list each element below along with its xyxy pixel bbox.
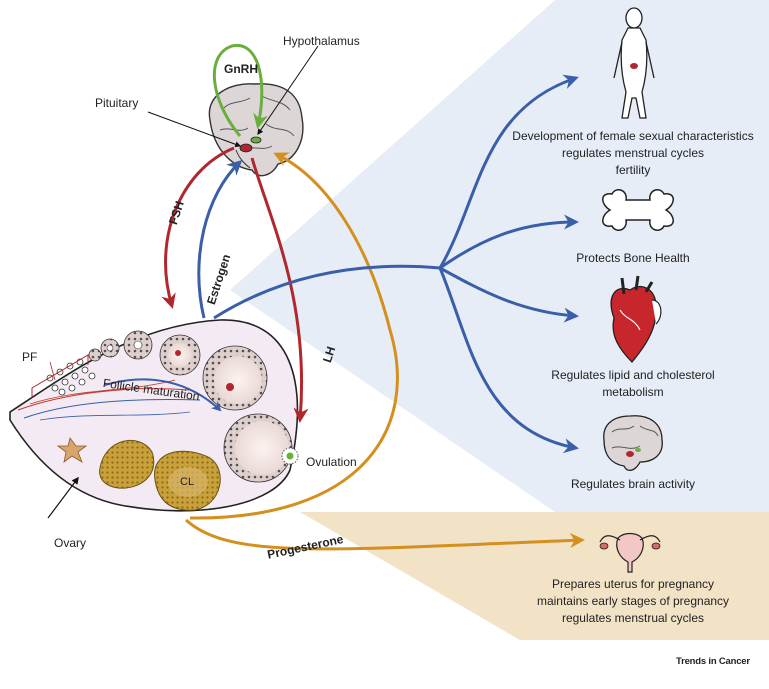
effect-line: Regulates lipid and cholesterol: [551, 368, 715, 382]
uterus-icon: [599, 532, 661, 573]
ovary-label: Ovary: [54, 536, 87, 550]
progesterone-feedback-arrow: [189, 152, 399, 520]
pf-leader: [49, 361, 56, 381]
ovulation-label: Ovulation: [306, 455, 357, 469]
bone-icon: [602, 189, 674, 231]
gnrh-arrow: [212, 43, 268, 137]
pituitary-label: Pituitary: [95, 96, 139, 110]
pf-bracket: [31, 354, 89, 398]
brain-icon: [603, 415, 663, 472]
effect-line: Development of female sexual characteris…: [512, 129, 754, 143]
progesterone-effects-arrow: [184, 518, 585, 551]
estrogen-feedback-arrow: [197, 159, 243, 319]
estrogen-effects-panel: [230, 0, 769, 512]
effect-line: Prepares uterus for pregnancy: [551, 577, 715, 591]
ovary: [9, 319, 299, 512]
effect-bone-health: Protects Bone Health: [576, 250, 689, 267]
estrogen-branch-sexual: [438, 74, 579, 269]
gnrh-label: GnRH: [224, 62, 258, 76]
effect-lipid-metabolism: Regulates lipid and cholesterol metaboli…: [551, 367, 714, 401]
ovary-pointer: [47, 476, 79, 519]
effect-line: regulates menstrual cycles: [561, 146, 705, 160]
fsh-arrow: [161, 146, 235, 309]
effect-brain-activity: Regulates brain activity: [571, 476, 695, 493]
hypothalamus-pointer: [257, 45, 319, 135]
effect-line: fertility: [615, 163, 651, 177]
effect-line: regulates menstrual cycles: [561, 611, 705, 625]
pf-label: PF: [22, 350, 38, 364]
heart-icon: [610, 275, 662, 363]
progesterone-effects-panel: [300, 512, 769, 640]
effect-uterus-pregnancy: Prepares uterus for pregnancy maintains …: [537, 576, 729, 627]
follicle-maturation-arrow: [104, 378, 222, 412]
female-body-icon: [613, 7, 655, 119]
pituitary-pointer: [147, 111, 242, 148]
estrogen-branch-bone: [439, 214, 579, 270]
effect-line: Protects Bone Health: [576, 251, 690, 265]
cl-label: CL: [180, 476, 195, 488]
effect-sexual-characteristics: Development of female sexual characteris…: [512, 128, 753, 179]
effect-line: Regulates brain activity: [570, 477, 696, 491]
hypothalamus-label: Hypothalamus: [283, 34, 360, 48]
journal-credit: Trends in Cancer: [676, 656, 750, 667]
effect-line: maintains early stages of pregnancy: [536, 594, 730, 608]
estrogen-branch-brain: [438, 267, 579, 454]
estrogen-trunk-arrow: [213, 264, 441, 320]
effect-line: metabolism: [602, 385, 664, 399]
estrogen-branch-heart: [439, 266, 579, 323]
lh-arrow: [250, 157, 309, 423]
